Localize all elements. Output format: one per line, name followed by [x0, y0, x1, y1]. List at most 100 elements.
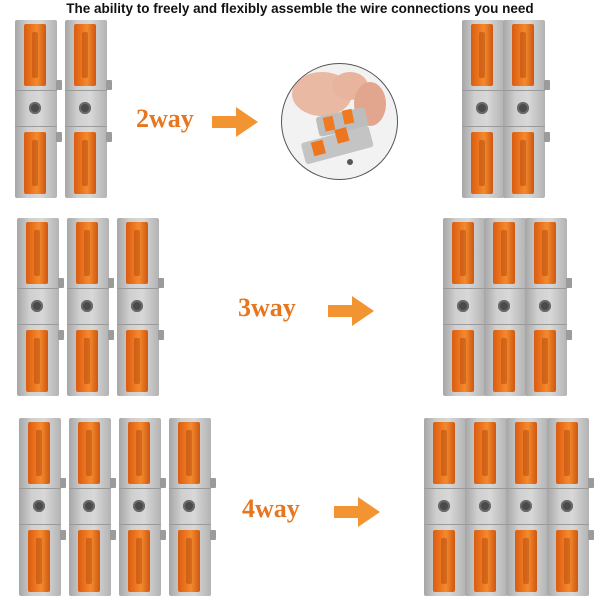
lever-groove: [542, 338, 548, 384]
lever-groove: [134, 338, 140, 384]
label-3way: 3way: [238, 293, 296, 322]
connector: [169, 418, 216, 596]
orange-lever: [78, 530, 100, 592]
lever-groove: [460, 338, 466, 384]
lever-groove: [479, 140, 485, 186]
connector: [503, 20, 550, 198]
row-2way-assembled: [462, 20, 550, 198]
right-arrow-icon: [328, 296, 374, 326]
orange-lever: [76, 330, 98, 392]
lug: [588, 478, 594, 488]
orange-lever: [474, 530, 496, 592]
seam: [462, 90, 504, 91]
orange-lever: [452, 222, 474, 284]
seam: [15, 90, 57, 91]
seam: [484, 324, 526, 325]
seam: [169, 488, 211, 489]
seam: [69, 488, 111, 489]
connector: [69, 418, 116, 596]
lug: [106, 80, 112, 90]
row-4way-separate: [19, 418, 219, 596]
orange-lever: [493, 330, 515, 392]
seam: [17, 324, 59, 325]
orange-lever: [28, 530, 50, 592]
lever-groove: [523, 430, 529, 476]
seam: [119, 524, 161, 525]
row-3way-separate: [17, 218, 167, 396]
row-2way-separate: [15, 20, 115, 198]
connector: [465, 418, 512, 596]
orange-lever: [515, 422, 537, 484]
orange-lever: [24, 132, 46, 194]
lug: [210, 530, 216, 540]
orange-lever: [512, 24, 534, 86]
lever-groove: [134, 230, 140, 276]
orange-lever: [534, 330, 556, 392]
lever-groove: [482, 538, 488, 584]
lug: [58, 278, 64, 288]
seam: [19, 488, 61, 489]
lug: [60, 478, 66, 488]
lug: [56, 80, 62, 90]
seam: [117, 288, 159, 289]
lever-groove: [34, 338, 40, 384]
lever-groove: [82, 32, 88, 78]
label-4way: 4way: [242, 494, 300, 523]
wire-hole: [539, 300, 551, 312]
lug: [110, 478, 116, 488]
hand-photo: [281, 63, 398, 180]
orange-lever: [26, 222, 48, 284]
lever-groove: [441, 430, 447, 476]
lug: [158, 278, 164, 288]
lug: [160, 478, 166, 488]
wire-hole: [31, 300, 43, 312]
seam: [465, 524, 507, 525]
lug: [56, 132, 62, 142]
wire-hole: [476, 102, 488, 114]
orange-lever: [128, 530, 150, 592]
lever-groove: [564, 538, 570, 584]
orange-lever: [433, 530, 455, 592]
headline: The ability to freely and flexibly assem…: [66, 1, 534, 16]
orange-lever: [471, 24, 493, 86]
connector: [462, 20, 509, 198]
connector: [17, 218, 64, 396]
connector: [15, 20, 62, 198]
orange-lever: [452, 330, 474, 392]
seam: [547, 488, 589, 489]
orange-lever: [534, 222, 556, 284]
orange-lever: [126, 330, 148, 392]
seam: [484, 288, 526, 289]
wire-hole: [133, 500, 145, 512]
orange-lever: [128, 422, 150, 484]
orange-lever: [556, 422, 578, 484]
connector: [443, 218, 490, 396]
lug: [110, 530, 116, 540]
lever-groove: [186, 538, 192, 584]
seam: [424, 524, 466, 525]
wire-hole: [83, 500, 95, 512]
lever-groove: [186, 430, 192, 476]
connector: [19, 418, 66, 596]
lever-groove: [542, 230, 548, 276]
seam: [503, 90, 545, 91]
lug: [544, 132, 550, 142]
orange-lever: [28, 422, 50, 484]
seam: [17, 288, 59, 289]
lever-groove: [86, 538, 92, 584]
seam: [503, 126, 545, 127]
lever-groove: [482, 430, 488, 476]
seam: [69, 524, 111, 525]
connector: [525, 218, 572, 396]
seam: [443, 288, 485, 289]
lug: [60, 530, 66, 540]
row-4way-assembled: [424, 418, 594, 596]
lever-groove: [36, 430, 42, 476]
wire-hole: [520, 500, 532, 512]
wire-hole: [561, 500, 573, 512]
seam: [169, 524, 211, 525]
seam: [65, 90, 107, 91]
seam: [65, 126, 107, 127]
lever-groove: [82, 140, 88, 186]
lever-groove: [86, 430, 92, 476]
